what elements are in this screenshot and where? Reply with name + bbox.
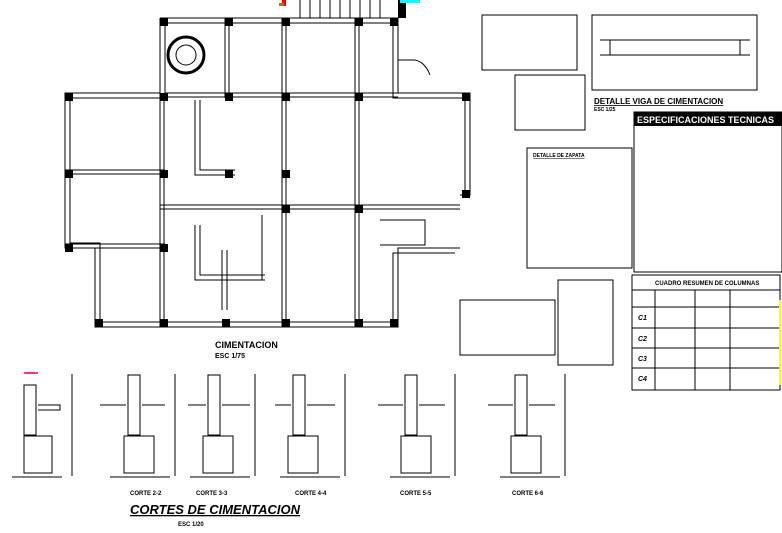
legend-box — [514, 74, 586, 131]
columns-table-title: CUADRO RESUMEN DE COLUMNAS — [655, 281, 759, 287]
section-6 — [488, 374, 566, 478]
beam-detail-scale: ESC 1/25 — [594, 107, 616, 113]
foundation-plan — [64, 17, 471, 328]
column-blocks — [65, 0, 470, 327]
section-5 — [378, 374, 456, 478]
section-label-6: CORTE 6-6 — [512, 491, 544, 497]
footing-detail-box — [526, 147, 633, 269]
column-c3: C3 — [638, 356, 647, 363]
column-c2: C2 — [638, 336, 647, 343]
notes-box — [481, 14, 578, 71]
section-labels: CORTE 2-2 CORTE 3-3 CORTE 4-4 CORTE 5-5 … — [130, 491, 544, 497]
footing-detail-title: DETALLE DE ZAPATA — [533, 153, 585, 159]
section-label-5: CORTE 5-5 — [400, 491, 432, 497]
sections-title: CORTES DE CIMENTACION — [130, 502, 301, 517]
section-3 — [188, 374, 256, 478]
section-1 — [12, 374, 73, 478]
specs-title: ESPECIFICACIONES TECNICAS — [637, 115, 774, 125]
columns-table — [631, 274, 781, 391]
section-label-2: CORTE 2-2 — [130, 491, 162, 497]
beam-detail-box — [591, 14, 758, 91]
section-4 — [275, 374, 346, 478]
section-2 — [100, 374, 176, 478]
detail-box-b — [557, 279, 614, 366]
plan-title: CIMENTACION — [215, 340, 278, 350]
beam-detail-title: DETALLE VIGA DE CIMENTACION — [594, 97, 723, 106]
columns-table-rows: C1 C2 C3 C4 — [638, 315, 647, 383]
column-c1: C1 — [638, 315, 647, 322]
sections-scale: ESC 1/20 — [178, 522, 204, 528]
plan-scale: ESC 1/75 — [215, 353, 245, 360]
section-label-4: CORTE 4-4 — [295, 491, 327, 497]
specs-box — [633, 111, 782, 273]
detail-box-a — [459, 299, 556, 356]
section-label-3: CORTE 3-3 — [196, 491, 228, 497]
column-c4: C4 — [638, 376, 647, 383]
right-panels — [459, 14, 782, 391]
foundation-sections — [12, 374, 566, 478]
water-tank-icon — [166, 35, 206, 75]
